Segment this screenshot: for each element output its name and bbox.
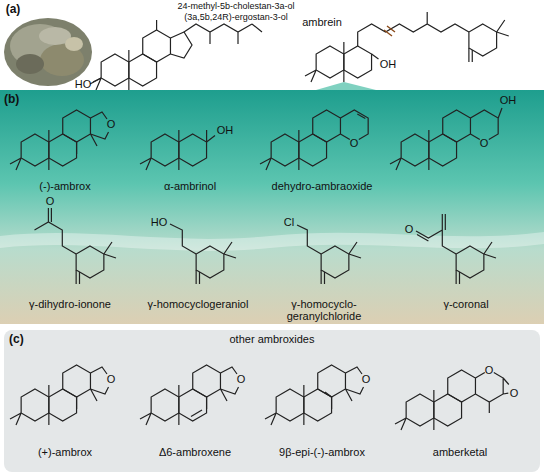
compound-name: 9β-epi-(-)-ambrox <box>279 446 365 458</box>
atom-label: OH <box>217 124 234 136</box>
atom-label: O <box>480 137 489 149</box>
compound-name: γ-coronal <box>443 298 488 310</box>
atom-label: O <box>237 373 246 385</box>
ergostanol-structure <box>90 20 262 90</box>
atom-label: O <box>510 387 519 399</box>
compound-name: (+)-ambrox <box>38 446 92 458</box>
ambergris-photo <box>4 18 92 86</box>
atom-label: OH <box>500 94 517 106</box>
row3-structures <box>10 365 509 430</box>
row1-structures <box>10 108 502 170</box>
compound-name: dehydro-ambraoxide <box>272 180 373 192</box>
callout-wedge <box>316 82 376 90</box>
panel-letter: (c) <box>9 333 24 345</box>
atom-label: OH <box>380 58 397 70</box>
atom-label: O <box>107 373 116 385</box>
atom-label: O <box>350 137 359 149</box>
sea-band <box>0 90 544 324</box>
row2-structures <box>35 208 497 284</box>
sea-band: (b) <box>0 90 544 324</box>
compound-name: γ-homocyclogeraniol <box>148 298 249 310</box>
atom-label: O <box>485 364 494 376</box>
atom-label: HO <box>151 216 168 228</box>
atom-label: O <box>107 118 116 130</box>
wave <box>0 232 544 251</box>
compound-name: γ-dihydro-ionone <box>29 298 111 310</box>
atom-label: O <box>405 223 414 235</box>
panel-heading: other ambroxides <box>4 333 540 345</box>
atom-label: HO <box>75 78 92 90</box>
compound-name: γ-homocyclo-geranylchloride <box>278 298 370 322</box>
compound-name: α-ambrinol <box>164 180 216 192</box>
panel-letter: (b) <box>4 93 19 105</box>
compound-name: 24-methyl-5b-cholestan-3a-ol (3a,5b,24R)… <box>160 1 312 23</box>
atom-label: Cl <box>284 216 294 228</box>
compound-name: ambrein <box>302 16 342 28</box>
panel-letter: (a) <box>6 3 21 15</box>
compound-name: (-)-ambrox <box>39 180 90 192</box>
ambroxides-box <box>4 330 540 472</box>
atom-label: O <box>46 195 55 207</box>
compound-name: Δ6-ambroxene <box>159 446 231 458</box>
compound-name: amberketal <box>433 446 487 458</box>
atom-label: O <box>362 373 371 385</box>
